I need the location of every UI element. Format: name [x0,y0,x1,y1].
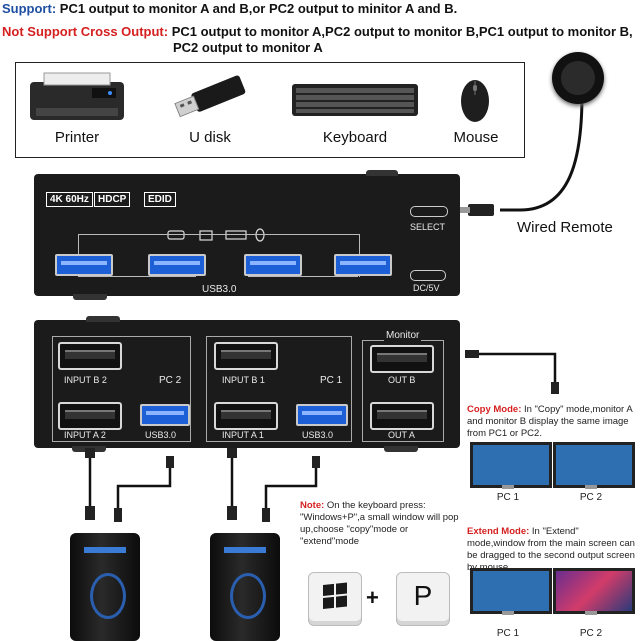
wired-remote-cable [460,50,630,240]
tower-fan [90,573,126,619]
select-label: SELECT [410,222,446,232]
peripherals-box [15,62,525,158]
monitor-label: Monitor [384,330,422,341]
extend-mode-text: In "Extend" mode,window from the main sc… [467,526,635,573]
input-b2-label: INPUT B 2 [64,375,107,385]
hdmi-input-a1[interactable] [214,402,278,430]
power-label: DC/5V [413,283,440,293]
front-usb-port-2[interactable] [148,254,206,276]
note-text: On the keyboard press: "Windows+P",a sma… [300,500,459,547]
rear-usb-pc2[interactable] [140,404,190,426]
monitor-stand [585,611,597,615]
power-port[interactable] [410,270,446,281]
remote-button-face [561,61,595,95]
out-a-label: OUT A [388,430,415,440]
pc2-tower-icon [70,533,140,641]
note-box: Note: On the keyboard press: "Windows+P"… [300,500,460,570]
tower-fan [230,573,266,619]
pc1-tower-icon [210,533,280,641]
copy-mode-title: Copy Mode: [467,404,522,415]
hdmi-out-a[interactable] [370,402,434,430]
support-label: Support: [2,1,57,16]
monitor-stand [502,485,514,489]
front-usb-port-3[interactable] [244,254,302,276]
remote-label: Wired Remote [517,219,613,236]
tower-light [224,547,266,553]
front-usb-label: USB3.0 [202,284,237,295]
copy-monitor-b [553,442,635,488]
peripheral-label-udisk: U disk [189,129,231,146]
pc1-label: PC 1 [318,375,345,386]
badge-4k: 4K 60Hz [46,192,93,207]
rear-usb-pc2-label: USB3.0 [145,430,177,440]
support-line: Support: PC1 output to monitor A and B,o… [2,1,457,16]
hdmi-input-b1[interactable] [214,342,278,370]
rear-usb-pc1[interactable] [296,404,348,426]
extend-mode-description: Extend Mode: In "Extend" mode,window fro… [467,526,639,574]
copy-monitor-a [470,442,552,488]
windows-key-icon [308,572,362,626]
front-usb-port-1[interactable] [55,254,113,276]
note-text-block: Note: On the keyboard press: "Windows+P"… [300,500,460,548]
out-b-label: OUT B [388,375,416,385]
pc1-group-frame [206,336,352,442]
hdmi-input-a2[interactable] [58,402,122,430]
extend-pc2-label: PC 2 [579,628,603,639]
extend-mode-title: Extend Mode: [467,526,530,537]
usb-frame-bottom-left [78,276,196,277]
not-support-line1: PC1 output to monitor A,PC2 output to mo… [171,24,633,39]
plus-sign: + [366,585,379,610]
hdmi-out-b[interactable] [370,345,434,373]
extend-monitor-a [470,568,552,614]
pc2-group-frame [52,336,191,442]
monitor-stand [502,611,514,615]
extend-pc1-label: PC 1 [496,628,520,639]
badge-edid: EDID [144,192,176,207]
input-b1-label: INPUT B 1 [222,375,265,385]
mouse-icon [455,75,495,125]
foot [384,446,418,452]
hdmi-output-cable [460,340,580,400]
rear-usb-pc1-label: USB3.0 [302,430,334,440]
pc-input-cables [60,448,350,538]
remote-button[interactable] [552,52,604,104]
copy-pc1-label: PC 1 [496,492,520,503]
foot [73,294,107,300]
front-usb-port-4[interactable] [334,254,392,276]
support-text: PC1 output to monitor A and B,or PC2 out… [59,1,458,16]
hdmi-input-b2[interactable] [58,342,122,370]
not-support-line: Not Support Cross Output: PC1 output to … [2,24,633,39]
tower-light [84,547,126,553]
usb-frame-bottom-right [248,276,358,277]
input-a1-label: INPUT A 1 [222,430,264,440]
keyboard-icon [290,80,420,120]
extend-monitor-b [553,568,635,614]
usb-drive-icon [165,75,255,120]
p-key: P [396,572,450,626]
foot [366,170,398,176]
peripheral-label-mouse: Mouse [453,129,499,146]
usb-frame [78,234,360,277]
foot [86,316,120,322]
badge-hdcp: HDCP [94,192,131,207]
peripheral-label-keyboard: Keyboard [322,129,388,146]
monitor-stand [585,485,597,489]
not-support-line2: PC2 output to monitor A [173,40,323,55]
peripheral-symbols-row [160,228,280,242]
select-button[interactable] [410,206,448,217]
note-title: Note: [300,500,325,511]
not-support-label: Not Support Cross Output: [2,24,169,39]
printer-icon [22,70,132,125]
input-a2-label: INPUT A 2 [64,430,106,440]
copy-mode-text: In "Copy" mode,monitor A and monitor B d… [467,404,633,439]
pc2-label: PC 2 [157,375,184,386]
peripheral-label-printer: Printer [54,129,100,146]
copy-mode-description: Copy Mode: In "Copy" mode,monitor A and … [467,404,639,440]
copy-pc2-label: PC 2 [579,492,603,503]
